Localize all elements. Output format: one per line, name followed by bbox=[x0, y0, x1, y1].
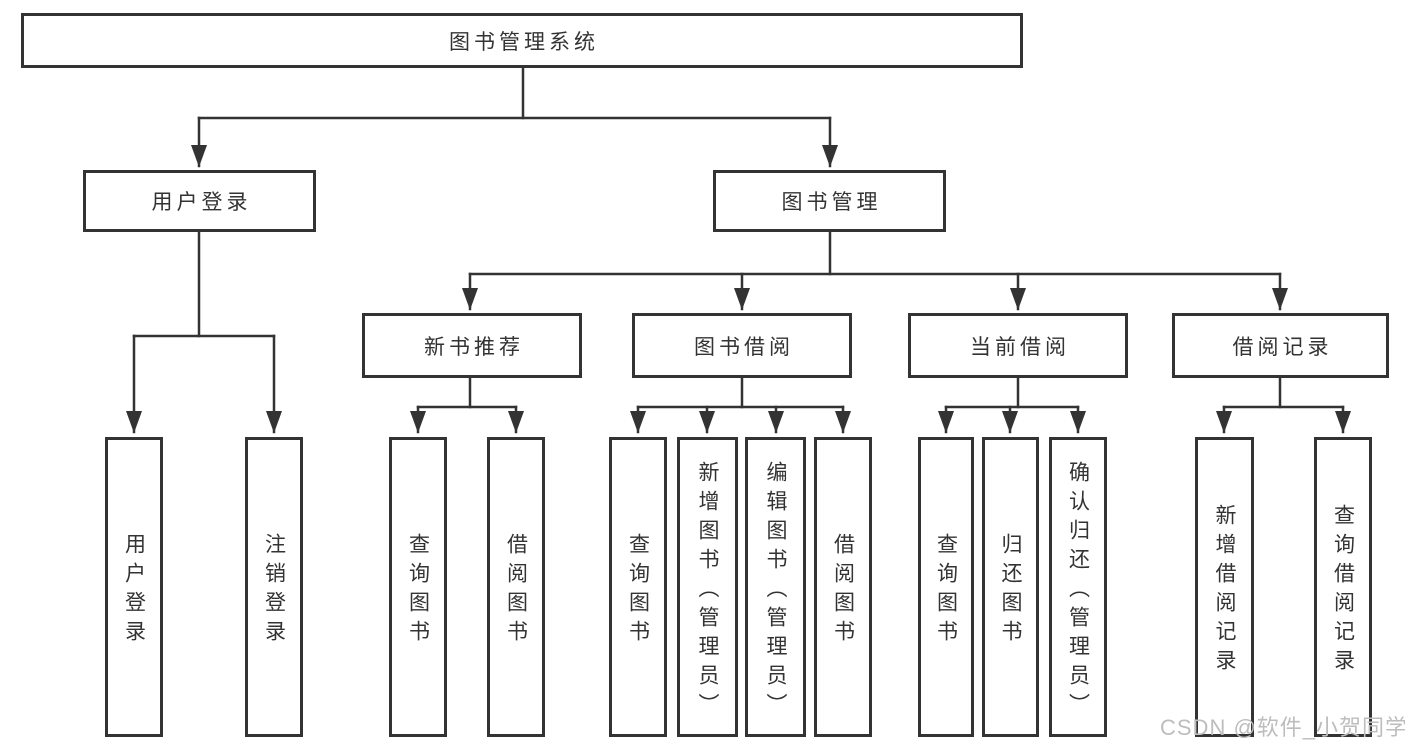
leaf-user-login: 用户登录 bbox=[105, 437, 163, 737]
leaf-records-add-label: 新增借阅记录 bbox=[1213, 504, 1236, 678]
leaf-current-query-label: 查询图书 bbox=[934, 533, 958, 649]
leaf-records-query-label: 查询借阅记录 bbox=[1331, 504, 1355, 678]
leaf-current-confirm: 确认归还（管理员） bbox=[1049, 437, 1107, 737]
node-new-book: 新书推荐 bbox=[362, 313, 582, 378]
leaf-current-confirm-label: 确认归还（管理员） bbox=[1066, 460, 1090, 722]
node-borrow-records: 借阅记录 bbox=[1172, 313, 1389, 378]
leaf-logout-label: 注销登录 bbox=[262, 533, 286, 649]
leaf-borrow-edit: 编辑图书（管理员） bbox=[745, 437, 806, 737]
node-book-borrow-label: 图书借阅 bbox=[694, 335, 794, 359]
leaf-newbook-borrow: 借阅图书 bbox=[487, 437, 545, 737]
node-book-borrow: 图书借阅 bbox=[632, 313, 852, 378]
leaf-newbook-borrow-label: 借阅图书 bbox=[504, 533, 528, 649]
leaf-records-query: 查询借阅记录 bbox=[1314, 437, 1372, 737]
node-book-management: 图书管理 bbox=[713, 170, 946, 232]
leaf-current-return-label: 归还图书 bbox=[999, 533, 1022, 649]
leaf-borrow-edit-label: 编辑图书（管理员） bbox=[764, 460, 787, 722]
node-user-login-label: 用户登录 bbox=[151, 191, 252, 214]
root-label: 图书管理系统 bbox=[449, 30, 599, 54]
leaf-borrow-query: 查询图书 bbox=[609, 437, 667, 737]
node-new-book-label: 新书推荐 bbox=[424, 335, 524, 359]
leaf-borrow-borrow-label: 借阅图书 bbox=[831, 533, 855, 649]
root-box: 图书管理系统 bbox=[21, 13, 1023, 68]
node-borrow-records-label: 借阅记录 bbox=[1232, 335, 1333, 359]
leaf-user-login-label: 用户登录 bbox=[122, 533, 146, 649]
node-current-borrow-label: 当前借阅 bbox=[970, 335, 1070, 359]
leaf-newbook-query: 查询图书 bbox=[389, 437, 447, 737]
leaf-current-query: 查询图书 bbox=[918, 437, 974, 737]
leaf-borrow-query-label: 查询图书 bbox=[626, 533, 650, 649]
leaf-borrow-add-label: 新增图书（管理员） bbox=[696, 460, 719, 722]
leaf-borrow-borrow: 借阅图书 bbox=[814, 437, 872, 737]
node-current-borrow: 当前借阅 bbox=[908, 313, 1128, 378]
node-book-management-label: 图书管理 bbox=[781, 191, 882, 214]
csdn-watermark: CSDN @软件_小贺同学 bbox=[1160, 715, 1405, 740]
leaf-newbook-query-label: 查询图书 bbox=[406, 533, 430, 649]
leaf-records-add: 新增借阅记录 bbox=[1195, 437, 1254, 737]
leaf-logout: 注销登录 bbox=[245, 437, 303, 737]
leaf-current-return: 归还图书 bbox=[982, 437, 1039, 737]
leaf-borrow-add: 新增图书（管理员） bbox=[677, 437, 738, 737]
node-user-login: 用户登录 bbox=[83, 170, 316, 232]
